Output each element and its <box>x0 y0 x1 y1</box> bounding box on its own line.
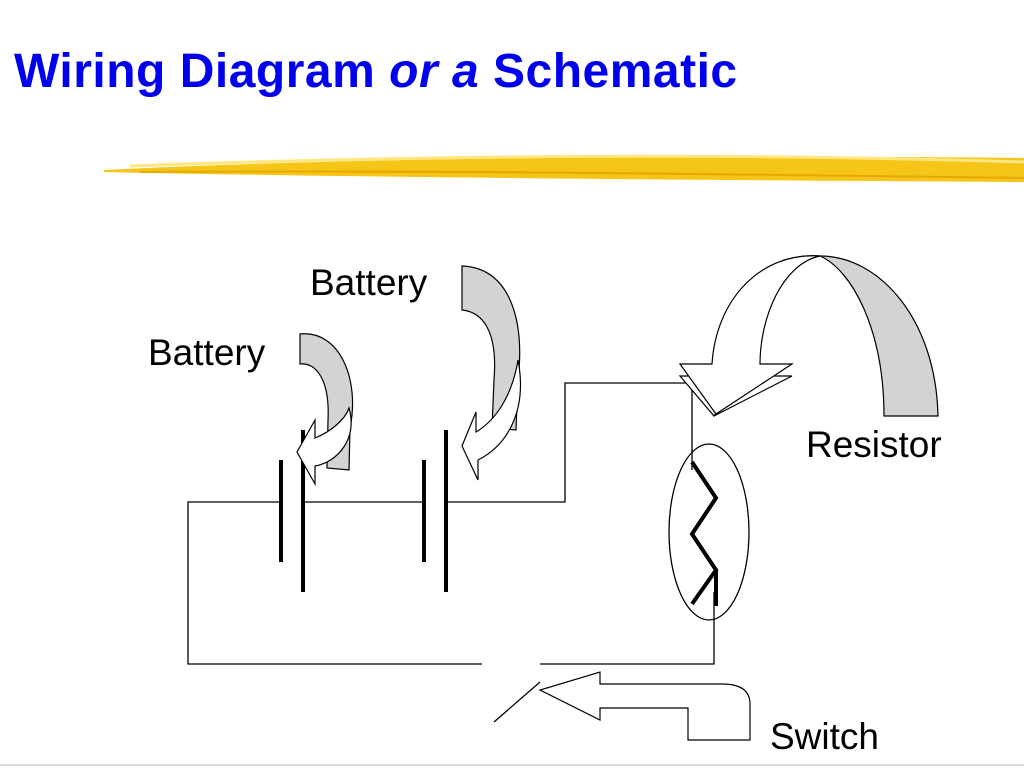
title-underline <box>104 154 1024 182</box>
slide-title: Wiring Diagram or a Schematic <box>14 44 738 99</box>
resistor-symbol <box>668 443 750 621</box>
circuit-wires <box>187 382 715 665</box>
switch-label: Switch <box>770 716 879 757</box>
resistor-label: Resistor <box>806 424 942 465</box>
title-part-1: Wiring Diagram <box>14 45 390 98</box>
title-part-3: Schematic <box>479 45 738 98</box>
battery-2-symbol <box>422 430 448 592</box>
bottom-rule <box>0 764 1024 766</box>
battery-left-label: Battery <box>148 332 266 373</box>
switch-symbol <box>493 681 541 723</box>
battery-top-callout-arrow <box>461 265 522 481</box>
switch-callout-arrow <box>538 671 751 741</box>
battery-left-callout-arrow <box>296 333 354 487</box>
title-part-2: or a <box>389 45 480 98</box>
resistor-callout-arrow <box>678 255 939 417</box>
battery-top-label: Battery <box>310 262 428 303</box>
